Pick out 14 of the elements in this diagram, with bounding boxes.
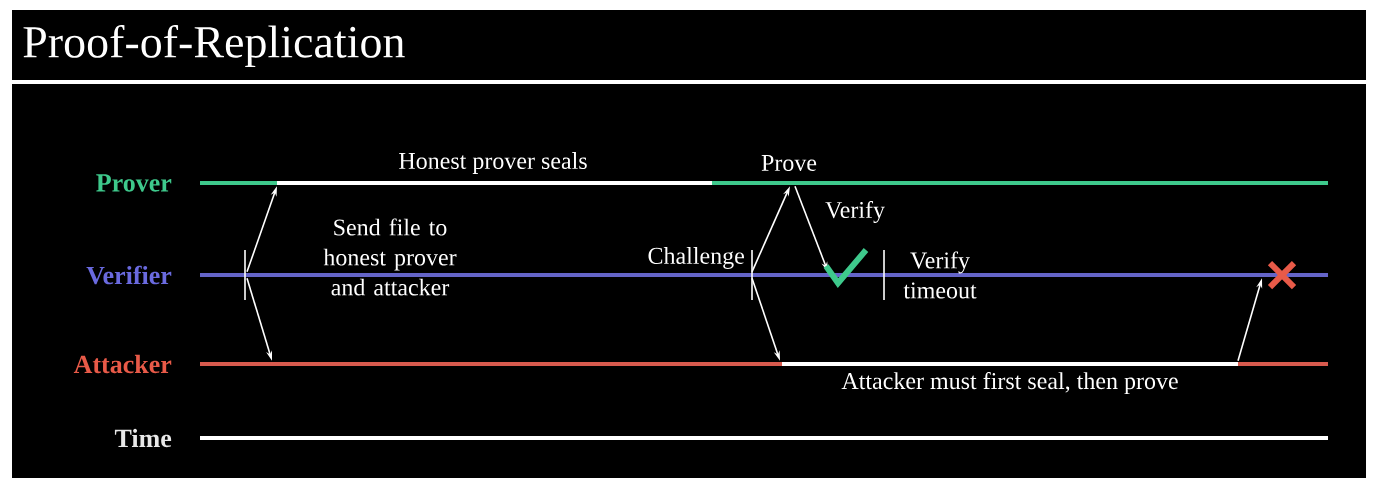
title: Proof-of-Replication [23, 24, 405, 68]
segment-label: Honest prover seals [399, 152, 587, 174]
segment-label: Attacker must first seal, then prove [841, 372, 1178, 394]
event-label: Verify timeout [903, 251, 977, 299]
node-label: Time [114, 428, 172, 448]
message-label: Verify [825, 200, 885, 224]
message-label: Challenge [648, 247, 744, 269]
node-label: Prover [96, 174, 172, 192]
timeline-lane: Time [114, 428, 1328, 448]
message-label: Send file to honest prover and attacker [323, 218, 457, 296]
node-label: Attacker [73, 354, 172, 374]
event-label: Prove [761, 155, 817, 171]
timeline-lane: Prover [96, 174, 1328, 192]
node-label: Verifier [86, 265, 172, 285]
